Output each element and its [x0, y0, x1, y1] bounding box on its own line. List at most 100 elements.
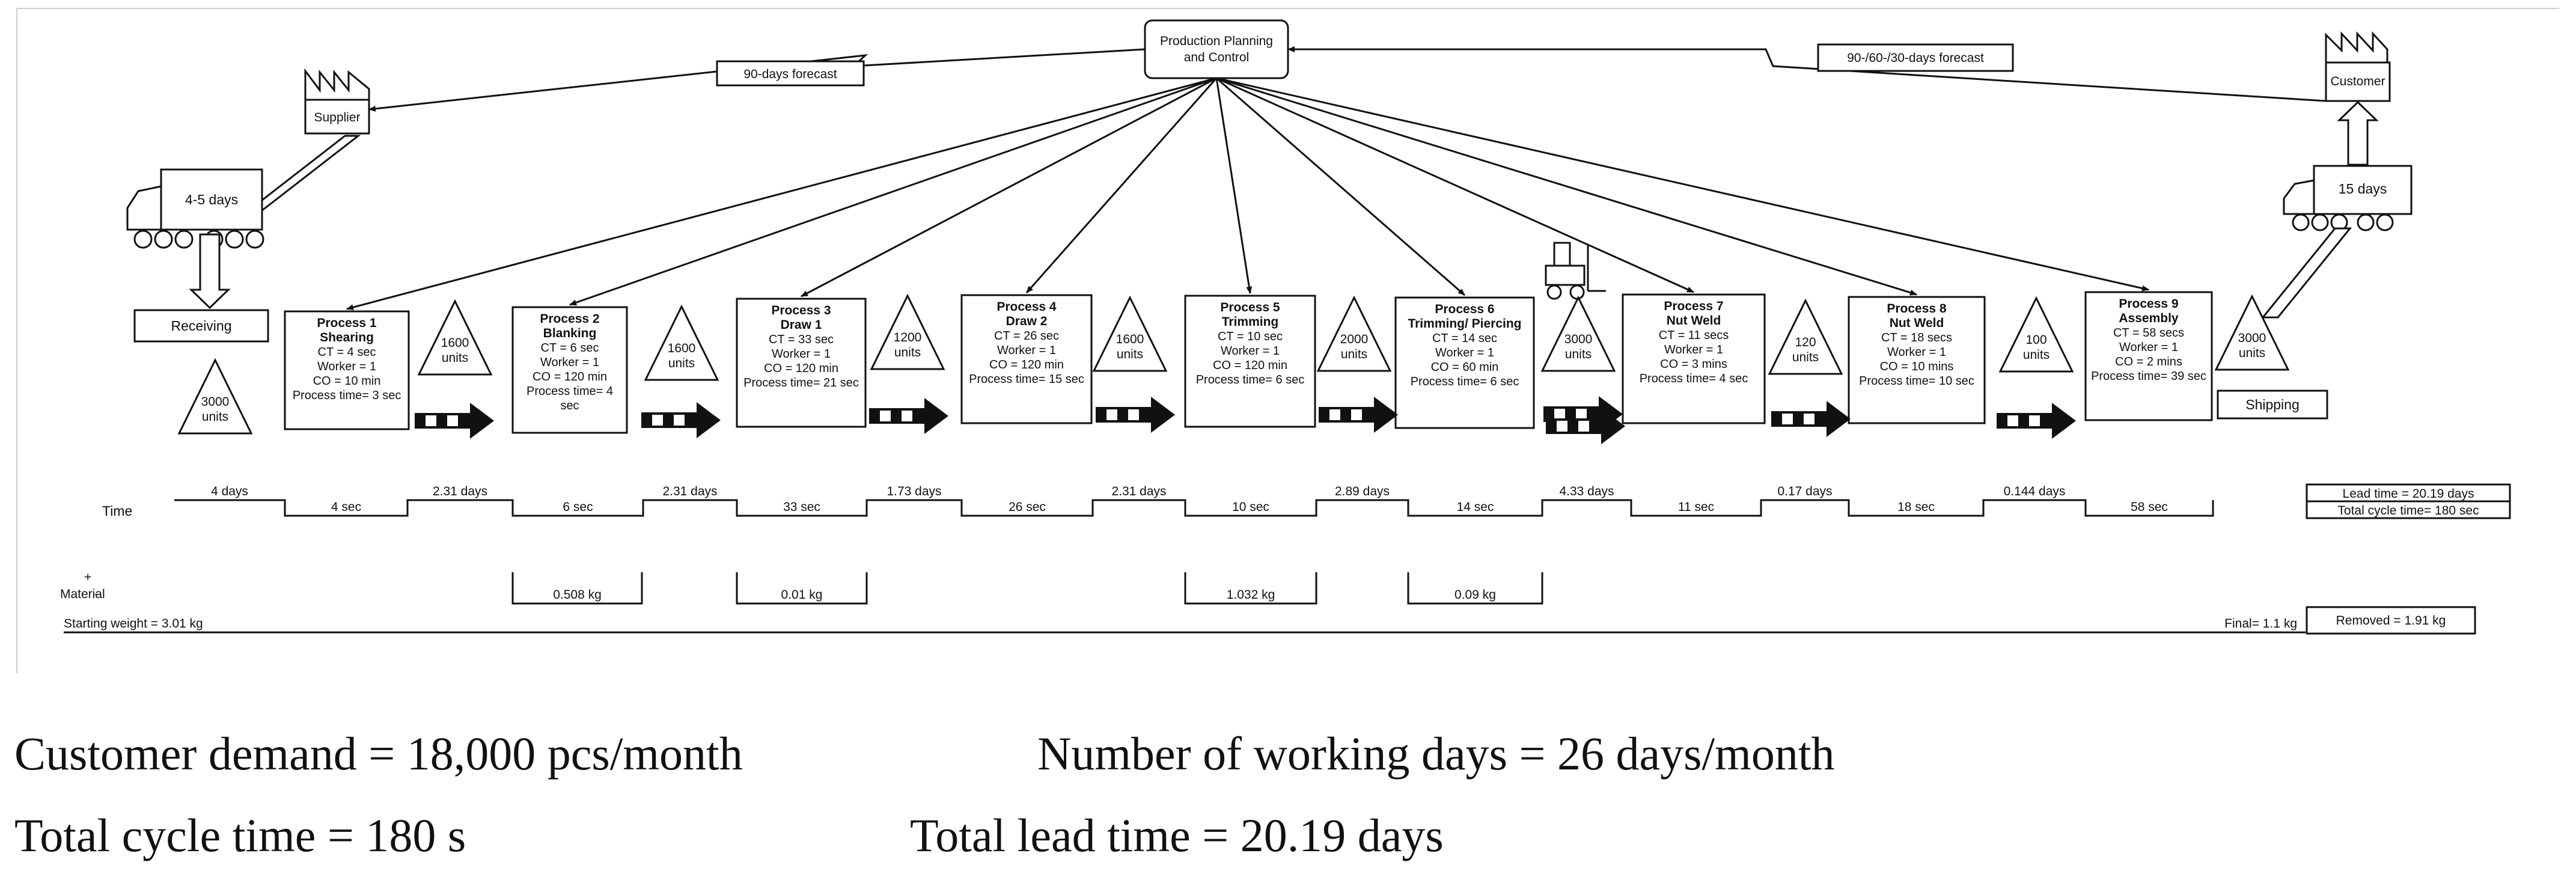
process-name: Trimming [1222, 315, 1279, 329]
working-days-text: Number of working days = 26 days/month [1037, 727, 1835, 780]
customer-shipment-arrow [2260, 227, 2352, 319]
inventory-quantity: 1600 [668, 341, 696, 355]
process-workers: Worker = 1 [317, 360, 376, 373]
inventory-quantity: 3000 [201, 395, 230, 409]
inventory-unit: units [1341, 347, 1367, 361]
receiving-box: Receiving [133, 309, 269, 343]
customer-demand-text: Customer demand = 18,000 pcs/month [14, 727, 743, 780]
planning-flow-arrow [346, 77, 1217, 311]
inventory-unit: units [1565, 347, 1592, 361]
process-cycle-time: CT = 18 secs [1881, 331, 1952, 344]
cycle-time-value: 26 sec [1009, 500, 1046, 514]
planning-flow-arrow [1216, 77, 1465, 296]
wait-time-value: 1.73 days [887, 484, 941, 498]
inventory-unit: units [442, 351, 468, 365]
customer-factory-icon: Customer [2325, 31, 2391, 102]
inventory-triangles: 3000units1600units1600units1200units1600… [177, 293, 2290, 435]
cycle-time-value: 10 sec [1232, 500, 1269, 514]
total-cycle-box: Total cycle time= 180 sec [2306, 500, 2511, 519]
planning-flow-arrow [569, 77, 1217, 306]
process-workers: Worker = 1 [772, 347, 831, 361]
process-title: Process 2 [540, 312, 599, 326]
process-time: Process time= 4 sec [1640, 372, 1748, 385]
process-cycle-time: CT = 4 sec [318, 346, 376, 359]
inventory-unit: units [202, 410, 228, 424]
customer-truck-label: 15 days [2339, 181, 2387, 197]
process-title: Process 8 [1887, 302, 1947, 316]
process-workers: Worker = 1 [1435, 346, 1494, 359]
process-cycle-time: CT = 26 sec [994, 329, 1059, 343]
planning-label-1: Production Planning [1160, 34, 1273, 48]
process-changeover: CO = 3 mins [1660, 358, 1727, 371]
process-name: Nut Weld [1890, 316, 1944, 330]
cycle-time-value: 58 sec [2131, 500, 2168, 514]
process-time-unit: sec [560, 399, 579, 412]
customer-forecast-label: 90-/60-/30-days forecast [1847, 51, 1984, 65]
material-minus-sign: - [94, 587, 99, 601]
process-changeover: CO = 120 min [533, 370, 607, 384]
material-loss-step [511, 572, 643, 605]
material-loss-value: 1.032 kg [1227, 588, 1275, 602]
total-cycle-label: Total cycle time= 180 sec [2337, 504, 2479, 518]
supplier-truck-label: 4-5 days [185, 192, 238, 207]
planning-flow-arrow [1216, 77, 2149, 292]
cycle-time-value: 14 sec [1457, 500, 1494, 514]
process-title: Process 4 [997, 300, 1057, 314]
wait-time-value: 4.33 days [1559, 484, 1614, 498]
process-cycle-time: CT = 58 secs [2113, 326, 2184, 340]
material-label: Material [60, 587, 105, 601]
cycle-time-value: 6 sec [563, 500, 593, 514]
process-name: Draw 2 [1006, 314, 1048, 328]
starting-weight-label: Starting weight = 3.01 kg [64, 617, 203, 631]
inventory-quantity: 1600 [441, 336, 469, 350]
push-arrow [1319, 397, 1398, 433]
process-title: Process 5 [1220, 301, 1280, 314]
process-title: Process 9 [2119, 297, 2178, 311]
process-title: Process 7 [1664, 299, 1723, 313]
process-time: Process time= 3 sec [293, 389, 401, 402]
push-arrow [1546, 408, 1625, 444]
process-name: Draw 1 [781, 318, 822, 332]
inventory-quantity: 1600 [1116, 332, 1144, 346]
push-arrow [1096, 397, 1175, 433]
receiving-label: Receiving [171, 318, 232, 334]
wait-time-value: 2.31 days [433, 484, 487, 498]
process-time: Process time= 39 sec [2091, 370, 2206, 383]
supplier-forecast-label: 90-days forecast [743, 67, 837, 81]
process-workers: Worker = 1 [2119, 341, 2178, 354]
planning-flows [346, 77, 2149, 311]
inventory-unit: units [2023, 348, 2050, 362]
supplier-label: Supplier [314, 111, 360, 124]
process-time: Process time= 4 [526, 385, 613, 398]
process-changeover: CO = 2 mins [2115, 355, 2182, 368]
process-time: Process time= 6 sec [1411, 375, 1519, 388]
shipping-label: Shipping [2245, 397, 2300, 412]
inventory-unit: units [894, 346, 921, 359]
wait-time-value: 2.31 days [1111, 484, 1166, 498]
value-stream-map: Production Planning and Control Supplier… [16, 8, 2559, 673]
process-cycle-time: CT = 14 sec [1432, 332, 1497, 345]
process-title: Process 1 [317, 316, 377, 330]
process-workers: Worker = 1 [1887, 346, 1946, 359]
time-label: Time [102, 503, 132, 519]
supplier-forecast-box: 90-days forecast [716, 60, 865, 87]
inventory-quantity: 120 [1795, 335, 1816, 349]
planning-flow-arrow [1025, 78, 1218, 293]
push-arrow [869, 398, 948, 434]
process-workers: Worker = 1 [540, 356, 599, 369]
process-name: Nut Weld [1667, 314, 1721, 328]
inventory-quantity: 3000 [1564, 332, 1593, 346]
process-workers: Worker = 1 [1221, 344, 1280, 358]
process-cycle-time: CT = 33 sec [769, 333, 834, 346]
